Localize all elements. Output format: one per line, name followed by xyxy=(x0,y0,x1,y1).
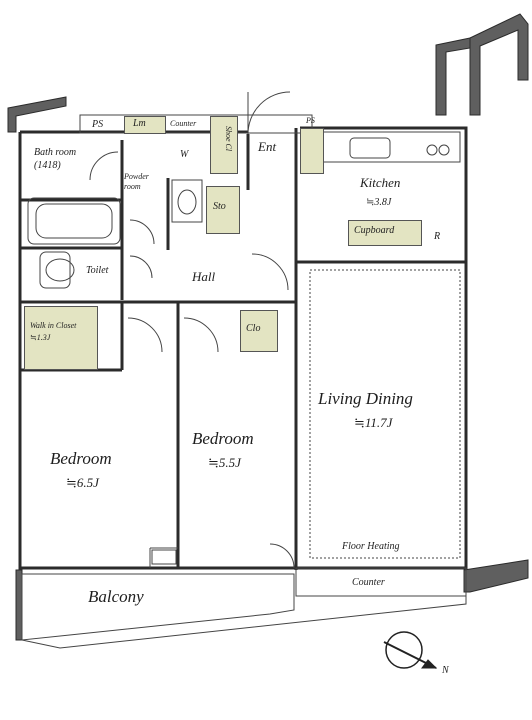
kitchen-label: Kitchen xyxy=(360,175,401,190)
compass xyxy=(383,631,438,669)
shoe-closet-label: Shoe Cl xyxy=(224,126,233,152)
storage xyxy=(206,186,240,234)
bedroom1-size: ≒6.5J xyxy=(66,475,99,490)
lm-label: Lm xyxy=(133,118,146,129)
living-dining-label: Living Dining xyxy=(318,389,413,408)
shoe-closet xyxy=(210,116,238,174)
pipe-space xyxy=(300,128,324,174)
kitchen-size: ≒3.8J xyxy=(366,197,392,208)
floor-heating-label: Floor Heating xyxy=(342,541,400,552)
hall-label: Hall xyxy=(192,269,216,284)
compass-north-label: N xyxy=(442,665,449,676)
walk-in-closet-label: Walk in Closet ≒1.3J xyxy=(30,321,77,342)
bedroom2-size: ≒5.5J xyxy=(208,455,241,470)
cupboard xyxy=(348,220,422,246)
living-dining-size: ≒11.7J xyxy=(354,415,393,430)
entrance-label: Ent xyxy=(258,139,277,154)
fixtures xyxy=(21,91,467,649)
washer-label: W xyxy=(180,149,189,160)
closet xyxy=(240,310,278,352)
exterior-walls xyxy=(7,13,529,641)
toilet-label: Toilet xyxy=(86,265,109,276)
bathroom-label: Bath room (1418) xyxy=(34,147,77,171)
walk-in-closet xyxy=(24,306,98,370)
powder-room-label: Powder room xyxy=(124,172,149,191)
bedroom2-label: Bedroom xyxy=(192,429,254,448)
bedroom1-label: Bedroom xyxy=(50,449,112,468)
counter-top-label: Counter xyxy=(170,119,197,128)
counter-label: Counter xyxy=(352,577,385,588)
ps-right-label: PS xyxy=(306,116,315,125)
ps-left-label: PS xyxy=(92,119,104,130)
fridge-label: R xyxy=(434,231,441,242)
lm-closet xyxy=(124,116,166,134)
cupboard-label: Cupboard xyxy=(354,225,395,236)
storage-label: Sto xyxy=(213,201,226,212)
balcony-label: Balcony xyxy=(88,587,144,606)
closet-label: Clo xyxy=(246,323,261,334)
